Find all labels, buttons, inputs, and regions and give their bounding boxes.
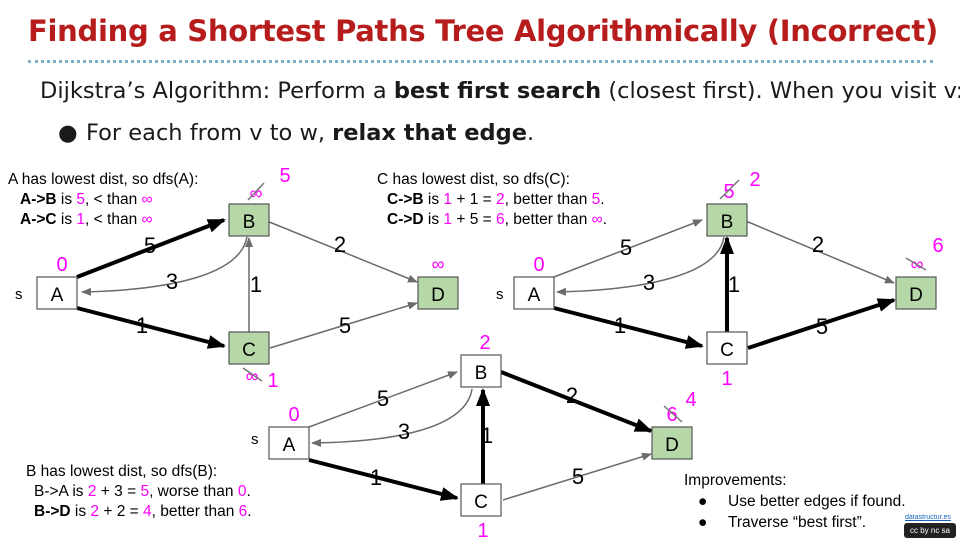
edge-b-d xyxy=(740,218,895,284)
weight-c-b: 1 xyxy=(481,423,493,448)
weight-a-c: 1 xyxy=(614,313,626,338)
node-label-b: B xyxy=(721,212,734,233)
dist-d: 4 xyxy=(685,389,696,411)
weight-b-d: 2 xyxy=(334,232,346,257)
edge-b-d xyxy=(261,218,418,283)
dist-b: 2 xyxy=(749,169,760,191)
title-divider xyxy=(28,60,933,63)
edge-a-c xyxy=(76,306,226,349)
improvement-item: ●Traverse “best first”. xyxy=(698,514,867,531)
edge-c-d xyxy=(747,298,896,350)
edge-c-d xyxy=(269,301,418,349)
dist-b-old: 5 xyxy=(723,181,734,203)
weight-b-a: 3 xyxy=(166,269,178,294)
node-label-a: A xyxy=(283,435,296,456)
dist-c: 1 xyxy=(267,370,278,392)
weight-c-b: 1 xyxy=(728,272,740,297)
strike-b xyxy=(719,179,740,200)
node-c xyxy=(460,483,502,517)
note-visit-b: B has lowest dist, so dfs(B): B->A is 2 … xyxy=(26,463,252,520)
weight-c-d: 5 xyxy=(339,313,351,338)
node-label-b: B xyxy=(475,363,488,384)
node-c xyxy=(228,331,270,365)
node-label-d: D xyxy=(909,285,923,306)
node-label-d: D xyxy=(665,435,679,456)
dist-d-old: 6 xyxy=(666,404,677,426)
node-a xyxy=(513,276,555,310)
edge-b-a xyxy=(556,236,725,296)
node-a xyxy=(36,276,78,310)
node-label-b: B xyxy=(243,212,256,233)
dist-b: 2 xyxy=(479,332,490,354)
weight-b-d: 2 xyxy=(566,383,578,408)
improvement-item: ●Use better edges if found. xyxy=(698,493,906,510)
dist-d: 6 xyxy=(932,235,943,257)
weight-c-d: 5 xyxy=(572,464,584,489)
dist-d: ∞ xyxy=(432,254,445,274)
node-label-c: C xyxy=(720,340,734,361)
edge-a-c xyxy=(553,306,704,349)
note-visit-c: C has lowest dist, so dfs(C): C->B is 1 … xyxy=(377,171,608,228)
strike-c xyxy=(242,367,263,382)
node-label-a: A xyxy=(528,285,541,306)
source-label: s xyxy=(496,286,504,303)
node-b xyxy=(460,354,502,388)
graph-panel-3: A B C D s 5 3 1 1 2 5 0 2 1 6 4 xyxy=(251,332,697,540)
note-visit-a: A has lowest dist, so dfs(A): A->B is 5,… xyxy=(8,171,199,228)
dist-c-old: ∞ xyxy=(246,366,259,386)
weight-a-b: 5 xyxy=(144,233,156,258)
intro-text: Dijkstra’s Algorithm: Perform a best fir… xyxy=(40,78,960,104)
source-label: s xyxy=(251,431,259,448)
cc-license-badge: cc by nc sa xyxy=(904,523,956,538)
dist-b: 5 xyxy=(279,165,290,187)
edge-b-d xyxy=(500,370,653,433)
node-b xyxy=(706,203,748,237)
node-b xyxy=(228,203,270,237)
weight-c-d: 5 xyxy=(816,314,828,339)
edge-a-b xyxy=(308,371,458,428)
edge-a-b xyxy=(553,219,703,278)
weight-c-b: 1 xyxy=(250,272,262,297)
weight-b-a: 3 xyxy=(398,419,410,444)
graph-panel-1: A B C D s 5 3 1 1 2 5 0 ∞ 5 ∞ 1 ∞ xyxy=(15,165,459,392)
strike-b xyxy=(247,182,265,201)
node-label-d: D xyxy=(431,285,445,306)
source-label: s xyxy=(15,286,23,303)
dist-a: 0 xyxy=(288,404,299,426)
strike-d xyxy=(663,405,683,423)
node-label-a: A xyxy=(51,285,64,306)
bullet-relax-edge: ●For each from v to w, relax that edge. xyxy=(58,120,535,146)
node-d xyxy=(895,276,937,310)
node-label-c: C xyxy=(474,492,488,513)
edge-a-b xyxy=(76,218,226,279)
edge-c-d xyxy=(502,452,652,501)
dist-c: 1 xyxy=(721,368,732,390)
edge-a-c xyxy=(308,458,459,501)
edge-b-a xyxy=(311,388,473,447)
dist-c: 1 xyxy=(477,520,488,540)
credit-link[interactable]: datastructur.es xyxy=(905,514,951,521)
weight-a-b: 5 xyxy=(620,235,632,260)
slide-title: Finding a Shortest Paths Tree Algorithmi… xyxy=(28,14,938,48)
improvements-box: Improvements: ●Use better edges if found… xyxy=(684,472,906,531)
node-a xyxy=(268,426,310,460)
weight-a-c: 1 xyxy=(370,465,382,490)
dist-a: 0 xyxy=(56,254,67,276)
weight-a-b: 5 xyxy=(377,386,389,411)
weight-b-a: 3 xyxy=(643,270,655,295)
weight-b-d: 2 xyxy=(812,232,824,257)
edge-b-a xyxy=(81,236,248,296)
node-d xyxy=(651,426,693,460)
node-c xyxy=(706,331,748,365)
node-d xyxy=(417,276,459,310)
strike-d xyxy=(905,257,927,271)
weight-a-c: 1 xyxy=(136,313,148,338)
node-label-c: C xyxy=(242,340,256,361)
graph-panel-2: A B C D s 5 3 1 1 2 5 0 5 2 1 ∞ 6 xyxy=(496,169,944,390)
dist-a: 0 xyxy=(533,254,544,276)
